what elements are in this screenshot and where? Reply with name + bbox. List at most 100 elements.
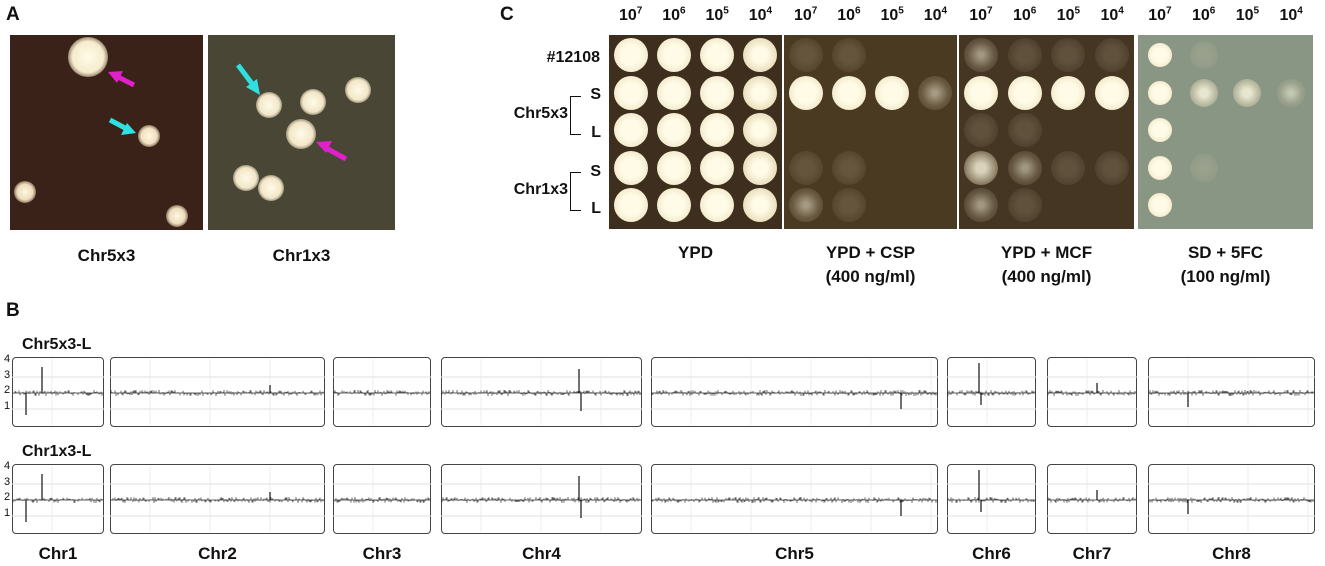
growth-spot (963, 188, 998, 222)
growth-spot (700, 188, 735, 222)
colony-photo-chr1x3 (208, 35, 395, 230)
growth-spot (743, 76, 778, 110)
chromosome-track-8 (1148, 464, 1315, 534)
growth-spot (700, 113, 735, 147)
dilution-label: 105 (705, 5, 729, 24)
growth-spot (1189, 79, 1218, 107)
growth-spot (1007, 151, 1042, 185)
growth-spot (656, 38, 691, 72)
media-conc-sd-5fc: (100 ng/ml) (1180, 267, 1271, 286)
chromosome-track-1 (12, 357, 104, 427)
cyan-arrow-icon (236, 63, 255, 87)
growth-spot (788, 151, 823, 185)
growth-spot (788, 76, 823, 110)
growth-spot (700, 76, 735, 110)
growth-spot (1277, 79, 1306, 107)
chromosome-track-5 (651, 357, 938, 427)
growth-spot (1051, 38, 1086, 72)
y-tick-label: 2 (4, 384, 11, 396)
chromosome-label-8: Chr8 (1212, 544, 1251, 563)
growth-spot (875, 76, 910, 110)
growth-spot (613, 188, 648, 222)
growth-spot (963, 76, 998, 110)
plate-ypd-csp (784, 35, 957, 229)
growth-spot (743, 188, 778, 222)
growth-spot (613, 151, 648, 185)
growth-spot (613, 38, 648, 72)
growth-spot (1147, 193, 1172, 217)
dilution-label: 107 (793, 5, 818, 24)
media-conc-ypd-csp: (400 ng/ml) (825, 267, 916, 286)
growth-spot (963, 38, 998, 72)
chromosome-label-7: Chr7 (1072, 544, 1112, 563)
growth-spot (1007, 76, 1042, 110)
plate-ypd (609, 35, 782, 229)
chromosome-track-7 (1047, 357, 1137, 427)
cyan-arrow-icon (108, 117, 129, 132)
growth-spot (831, 151, 866, 185)
strain-label-chr1-s: S (590, 163, 601, 180)
y-tick-label: 4 (4, 353, 11, 365)
chromosome-label-6: Chr6 (972, 544, 1011, 563)
growth-spot (613, 76, 648, 110)
growth-spot (1051, 151, 1086, 185)
chromosome-track-3 (333, 464, 431, 534)
chromosome-track-4 (441, 357, 642, 427)
dilution-label: 107 (618, 5, 643, 24)
track-label-chr5x3-l: Chr5x3-L (22, 336, 92, 353)
chromosome-track-3 (333, 357, 431, 427)
growth-spot (743, 38, 778, 72)
caption-chr5x3: Chr5x3 (77, 246, 136, 265)
strain-label-chr5-l: L (591, 124, 601, 141)
dilution-label: 107 (969, 5, 993, 24)
track-label-chr1x3-l: Chr1x3-L (22, 443, 92, 460)
plate-sd-5fc (1138, 35, 1313, 229)
dilution-label: 105 (1056, 5, 1081, 24)
dilution-label: 104 (748, 5, 773, 24)
media-label-ypd: YPD (678, 243, 713, 262)
dilution-label: 107 (1148, 5, 1172, 24)
chromosome-label-4: Chr4 (522, 544, 561, 563)
growth-spot (1095, 151, 1130, 185)
y-tick-label: 2 (4, 491, 11, 503)
dilution-label: 106 (1012, 5, 1037, 24)
dilution-label: 104 (1279, 5, 1303, 24)
plate-ypd-mcf (959, 35, 1134, 229)
chromosome-track-8 (1148, 357, 1315, 427)
dilution-label: 106 (662, 5, 686, 24)
growth-spot (656, 76, 691, 110)
growth-spot (743, 151, 778, 185)
chromosome-label-3: Chr3 (362, 544, 402, 563)
chromosome-track-6 (947, 464, 1036, 534)
growth-spot (831, 76, 866, 110)
growth-spot (1051, 76, 1086, 110)
strain-label-chr1x3: Chr1x3 (513, 181, 568, 198)
dilution-label: 105 (880, 5, 904, 24)
chromosome-track-2 (110, 357, 325, 427)
growth-spot (1147, 118, 1172, 142)
chromosome-track-4 (441, 464, 642, 534)
growth-spot (700, 38, 735, 72)
growth-spot (656, 188, 691, 222)
growth-spot (788, 188, 823, 222)
y-tick-label: 4 (4, 460, 11, 472)
y-tick-label: 1 (4, 506, 11, 519)
panel-label-a: A (6, 4, 20, 25)
growth-spot (613, 113, 648, 147)
growth-spot (788, 38, 823, 72)
dilution-label: 104 (1100, 5, 1124, 24)
chromosome-track-2 (110, 464, 325, 534)
chromosome-label-5: Chr5 (775, 544, 814, 563)
growth-spot (1147, 81, 1172, 105)
growth-spot (743, 113, 778, 147)
dilution-label: 105 (1235, 5, 1260, 24)
bracket-chr5x3 (570, 96, 581, 135)
growth-spot (963, 113, 998, 147)
growth-spot (831, 188, 866, 222)
growth-spot (1007, 38, 1042, 72)
colony-photo-chr5x3 (10, 35, 203, 230)
strain-label-chr5-s: S (590, 86, 601, 103)
strain-label-12108: #12108 (546, 49, 600, 66)
chromosome-track-7 (1047, 464, 1137, 534)
chromosome-track-5 (651, 464, 938, 534)
